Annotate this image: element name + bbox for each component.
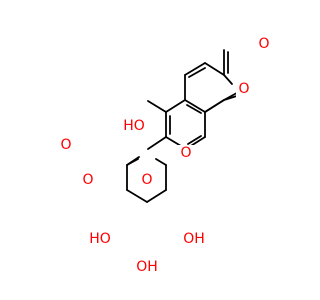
carbonyl-oxygen-label: O: [256, 35, 272, 53]
bond: [204, 62, 225, 76]
bond-layer: [126, 49, 245, 203]
sugar-hydroxyl-2: OH: [183, 231, 205, 247]
sugar-hydroxyl-4-label: OH: [135, 258, 159, 276]
bond: [147, 136, 167, 150]
ester-oxygen: O: [82, 172, 93, 188]
bond: [155, 158, 167, 166]
sugar-ring-oxygen: O: [141, 172, 152, 188]
ring-oxygen: O: [238, 81, 249, 97]
bond: [204, 99, 225, 113]
acetyl-carbonyl-oxygen: O: [60, 137, 71, 153]
glycosidic-oxygen-label: O: [178, 145, 194, 163]
bond: [146, 189, 167, 203]
phenol-hydroxyl-label: HO: [122, 117, 146, 135]
acetyl-carbonyl-oxygen-label: O: [58, 136, 74, 154]
ester-oxygen-label: O: [80, 172, 96, 190]
sugar-hydroxyl-3-label: HO: [88, 230, 112, 248]
sugar-hydroxyl-2-label: OH: [182, 230, 206, 248]
sugar-ring-oxygen-label: O: [139, 172, 155, 190]
bond: [186, 104, 202, 114]
ring-oxygen-label: O: [236, 81, 252, 100]
glycosidic-oxygen: O: [180, 145, 191, 161]
atom-labels: O O HO O O O O HO: [58, 35, 272, 276]
sugar-hydroxyl-4: OH: [136, 259, 158, 275]
bond: [126, 189, 148, 203]
phenol-hydroxyl: HO: [123, 118, 145, 134]
bond: [188, 67, 206, 78]
bond: [165, 99, 186, 113]
bond: [187, 135, 202, 145]
bond: [184, 99, 206, 113]
bond: [147, 100, 167, 113]
bond: [184, 62, 206, 76]
sugar-hydroxyl-3: HO: [89, 231, 111, 247]
molecule-structure: O O HO O O O O HO: [58, 35, 272, 276]
bond: [126, 158, 139, 166]
carbonyl-oxygen: O: [258, 36, 269, 52]
bond: [223, 74, 233, 85]
